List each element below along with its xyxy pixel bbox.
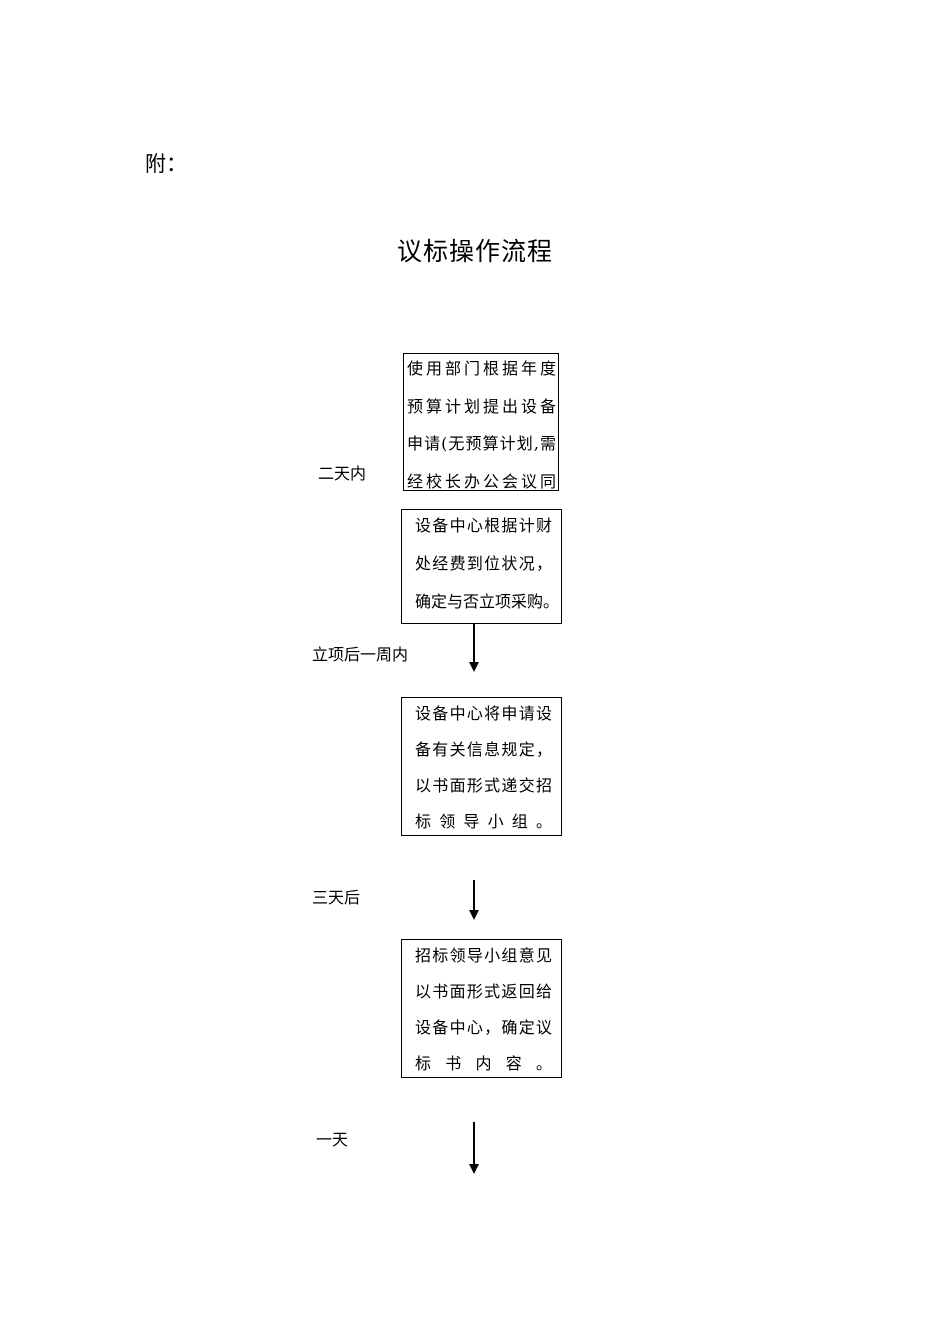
- step-text-line: 设备中心将申请设: [415, 704, 552, 723]
- step-text-line: 使用部门根据年度: [407, 359, 556, 378]
- step-text-line: 设备中心，确定议: [415, 1018, 552, 1037]
- page-title: 议标操作流程: [396, 237, 553, 266]
- flow-arrow: [466, 1122, 482, 1174]
- flow-step-submit: 设备中心将申请设 备有关信息规定， 以书面形式递交招 标领导小组。: [401, 697, 562, 836]
- timing-label-one-week: 立项后一周内: [312, 645, 409, 664]
- step-text-line: 设备中心根据计财: [415, 516, 552, 535]
- step-text-line: 以书面形式递交招: [415, 776, 552, 795]
- step-text-line: 确定与否立项采购。: [415, 592, 560, 611]
- attachment-prefix: 附：: [145, 152, 187, 176]
- timing-label-two-days: 二天内: [318, 464, 367, 483]
- step-text-line: 处经费到位状况，: [415, 554, 552, 573]
- flow-arrow: [466, 624, 482, 672]
- flow-step-approval: 设备中心根据计财 处经费到位状况， 确定与否立项采购。: [401, 509, 562, 624]
- step-text-line: 经校长办公会议同: [407, 471, 556, 491]
- step-text-line: 申请(无预算计划,需: [407, 434, 556, 453]
- step-text-line: 招标领导小组意见: [415, 946, 552, 965]
- flow-step-feedback: 招标领导小组意见 以书面形式返回给 设备中心，确定议 标书内容。: [401, 939, 562, 1078]
- step-text-line: 备有关信息规定，: [415, 740, 552, 759]
- step-text-line: 标书内容。: [415, 1054, 552, 1073]
- timing-label-three-days: 三天后: [312, 888, 361, 907]
- step-text-line: 以书面形式返回给: [415, 982, 552, 1001]
- flow-step-request: 使用部门根据年度 预算计划提出设备 申请(无预算计划,需 经校长办公会议同: [403, 353, 559, 491]
- step-text-line: 预算计划提出设备: [407, 396, 556, 416]
- step-text-line: 标领导小组。: [415, 812, 552, 831]
- timing-label-one-day: 一天: [316, 1130, 349, 1149]
- flow-arrow: [466, 880, 482, 920]
